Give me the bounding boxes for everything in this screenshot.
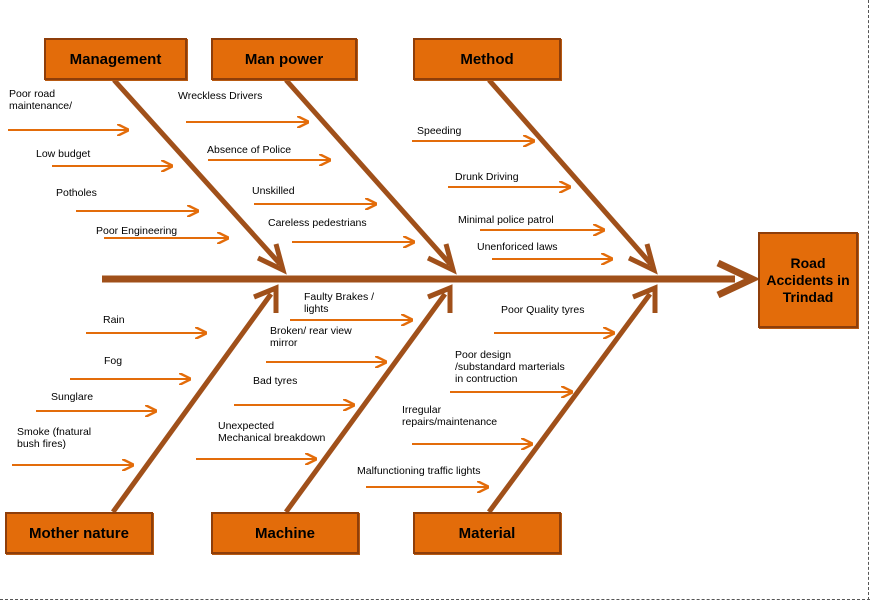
cause-label: Poor Quality tyres <box>501 304 585 316</box>
cause-label: Smoke (fnatural bush fires) <box>17 426 92 450</box>
cause-label: Unexpected Mechanical breakdown <box>218 420 326 444</box>
cause-label: Poor road maintenance/ <box>9 88 73 112</box>
cause-label: Sunglare <box>51 391 94 403</box>
cause-label: Poor design /substandard marterials in c… <box>455 349 565 385</box>
cause-label: Absence of Police <box>207 144 292 156</box>
cause-label: Potholes <box>56 187 97 199</box>
cause-label: Careless pedestrians <box>268 217 367 229</box>
spine-arrowhead <box>716 259 761 299</box>
effect-box: Road Accidents in Trindad <box>758 232 858 328</box>
bone-manpower <box>284 78 457 275</box>
category-box-method: Method <box>413 38 561 80</box>
page-edge-bottom <box>0 599 870 600</box>
cause-label: Broken/ rear view mirror <box>270 325 352 349</box>
cause-label: Speeding <box>417 125 462 137</box>
page-edge-right <box>868 0 869 600</box>
bone-material <box>486 284 658 514</box>
cause-label: Rain <box>103 314 125 326</box>
cause-label: Poor Engineering <box>96 225 178 237</box>
bone-machine <box>283 284 453 514</box>
category-box-mother-nature: Mother nature <box>5 512 153 554</box>
category-box-manpower: Man power <box>211 38 357 80</box>
category-box-material: Material <box>413 512 561 554</box>
category-box-management: Management <box>44 38 187 80</box>
cause-label: Unenforiced laws <box>477 241 558 253</box>
cause-label: Bad tyres <box>253 375 298 387</box>
bone-method <box>487 78 658 275</box>
category-box-machine: Machine <box>211 512 359 554</box>
bone-mother-nature <box>110 284 279 514</box>
cause-label: Minimal police patrol <box>458 214 554 226</box>
cause-label: Faulty Brakes / lights <box>304 291 375 315</box>
cause-label: Fog <box>104 355 123 367</box>
bone-management <box>112 78 287 275</box>
cause-label: Low budget <box>36 148 91 160</box>
cause-label: Wreckless Drivers <box>178 90 263 102</box>
cause-label: Malfunctioning traffic lights <box>357 465 481 477</box>
cause-label: Drunk Driving <box>455 171 519 183</box>
cause-label: Irregular repairs/maintenance <box>402 404 498 428</box>
cause-label: Unskilled <box>252 185 295 197</box>
